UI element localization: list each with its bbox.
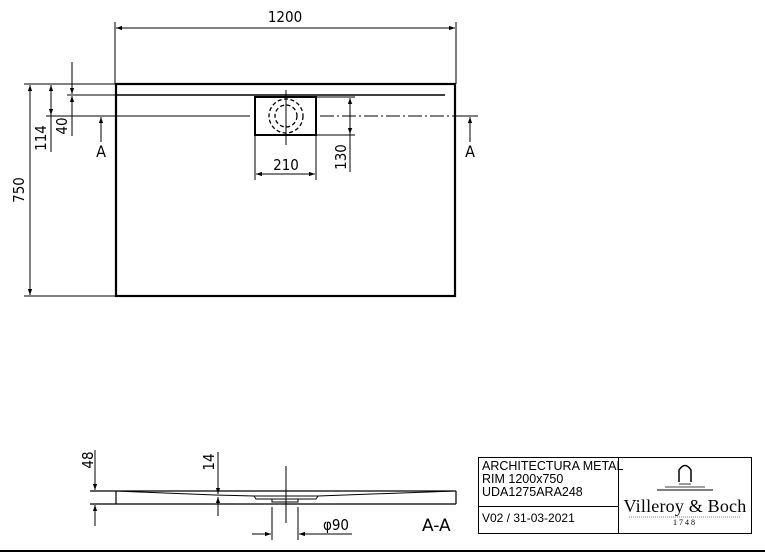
brand-logo: Villeroy & Boch 1748 (619, 458, 751, 533)
brand-underline (629, 516, 741, 518)
article-number: UDA1275ARA248 (482, 485, 583, 499)
version-date: V02 / 31-03-2021 (482, 511, 575, 525)
product-name: ARCHITECTURA METAL (482, 459, 624, 473)
brand-year: 1748 (673, 518, 697, 527)
plan-dimension-labels: 1200 750 114 40 210 130 A A (10, 8, 475, 203)
drain-inner-circle (274, 104, 298, 128)
dim-edge-offset: 40 (53, 117, 71, 134)
dim-width: 1200 (268, 8, 302, 26)
dim-depth: 750 (10, 177, 28, 203)
tray-outline (114, 82, 457, 298)
section-dimension-labels: 48 14 φ90 (79, 451, 349, 534)
dim-drain-box-depth: 130 (332, 144, 350, 170)
dim-drain-box-width: 210 (273, 156, 299, 174)
faucet-logo-icon (657, 464, 713, 491)
section-view (90, 450, 457, 540)
section-label: A-A (422, 516, 451, 536)
section-marker-left: A (96, 142, 106, 161)
dim-drain-offset: 114 (32, 125, 50, 151)
brand-name: Villeroy & Boch (623, 496, 747, 516)
title-block-info: ARCHITECTURA METAL RIM 1200x750 UDA1275A… (479, 458, 624, 533)
dim-drain-diameter: φ90 (323, 516, 349, 534)
product-size: RIM 1200x750 (482, 472, 564, 486)
section-marker-right: A (465, 142, 475, 161)
title-block-product: ARCHITECTURA METAL RIM 1200x750 UDA1275A… (479, 458, 624, 507)
dim-total-height: 48 (79, 451, 97, 468)
plan-view (24, 22, 478, 298)
title-block: ARCHITECTURA METAL RIM 1200x750 UDA1275A… (478, 457, 752, 534)
dim-rim-height: 14 (200, 453, 218, 470)
